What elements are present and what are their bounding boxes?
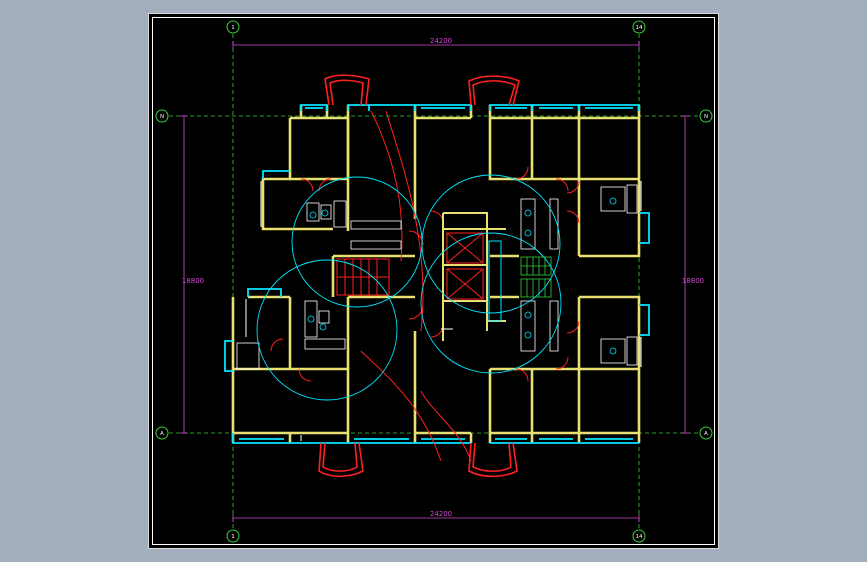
bay-windows [318, 74, 520, 478]
grid-bubble-labels: 1 14 1 14 N A N A [160, 25, 708, 540]
range-circle-lower-left [256, 259, 398, 401]
stair-hatch [520, 256, 552, 298]
grid-label-top-left: 1 [231, 25, 235, 31]
wall-openings [245, 181, 642, 441]
grid-bubble-bottom-right [632, 529, 646, 543]
grid-label-right-upper: N [704, 114, 708, 120]
grid-label-bottom-right: 14 [636, 534, 643, 540]
dimension-bottom: 24200 [430, 510, 452, 518]
core-shaft [488, 240, 502, 322]
cad-viewport[interactable]: 1 14 1 14 N A N A 24200 24200 18800 1 [148, 13, 719, 549]
grid-bubble-left-lower [155, 426, 169, 440]
grid-label-bottom-left: 1 [231, 534, 235, 540]
doors [270, 110, 580, 462]
grid-bubble-top-left [226, 20, 240, 34]
range-circle-lower-right [420, 232, 562, 374]
dimension-right: 18800 [682, 277, 704, 285]
drawing-border [152, 17, 715, 545]
walls [231, 105, 641, 443]
dimension-top: 24200 [430, 37, 452, 45]
grid-bubble-right-upper [699, 109, 713, 123]
range-circles [256, 174, 562, 401]
grid-label-top-right: 14 [636, 25, 643, 31]
fixtures [236, 184, 638, 370]
windows [224, 104, 650, 444]
grid-bubble-bottom-left [226, 529, 240, 543]
grid-bubble-top-right [632, 20, 646, 34]
grid-bubble-left-upper [155, 109, 169, 123]
fixtures-cyan [307, 197, 617, 355]
grid-bubbles [155, 20, 713, 543]
dimension-lines [180, 41, 689, 522]
grid-label-left-lower: A [160, 431, 164, 437]
dimension-left: 18800 [182, 277, 204, 285]
core-walls [442, 212, 506, 341]
floor-plan-drawing: 1 14 1 14 N A N A 24200 24200 18800 1 [155, 20, 713, 543]
grid-label-right-lower: A [704, 431, 708, 437]
grid-label-left-upper: N [160, 114, 164, 120]
grid-bubble-right-lower [699, 426, 713, 440]
range-circle-upper-left [291, 176, 423, 308]
range-circle-upper-right [421, 174, 561, 314]
